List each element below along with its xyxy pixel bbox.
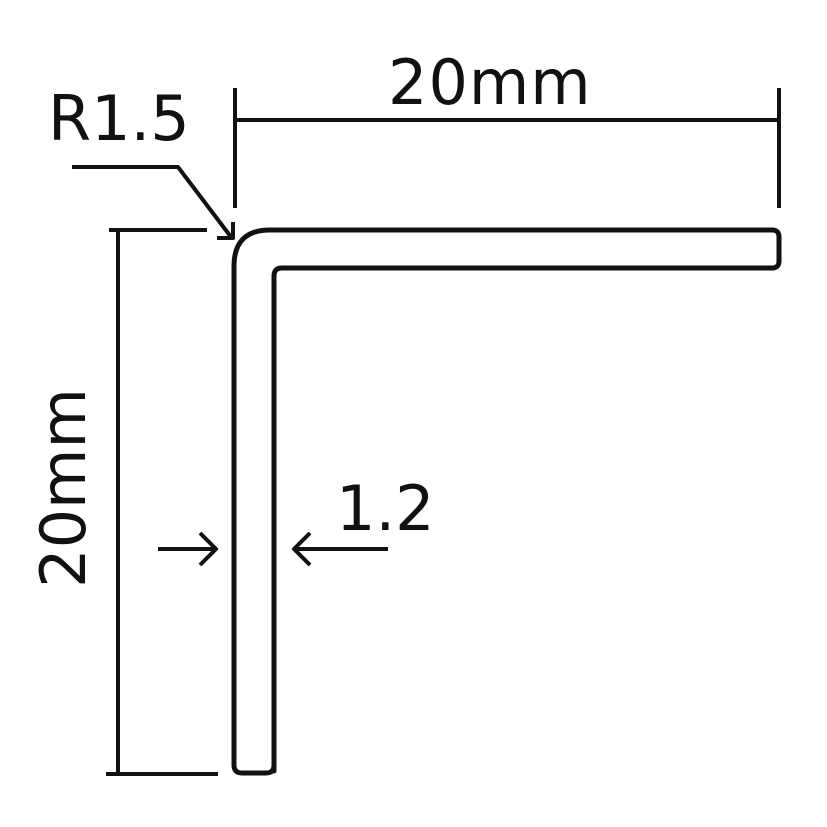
radius-leader-arrowhead xyxy=(217,222,235,240)
corner-radius-label: R1.5 xyxy=(48,82,190,155)
radius-leader-line xyxy=(72,165,233,239)
vertical-length-label: 20mm xyxy=(27,388,100,588)
thickness-arrow-left-head xyxy=(198,531,218,567)
wall-thickness-label: 1.2 xyxy=(336,472,435,545)
thickness-arrow-right-head xyxy=(292,531,312,567)
horizontal-length-label: 20mm xyxy=(388,46,592,119)
angle-profile-outline xyxy=(231,227,782,776)
